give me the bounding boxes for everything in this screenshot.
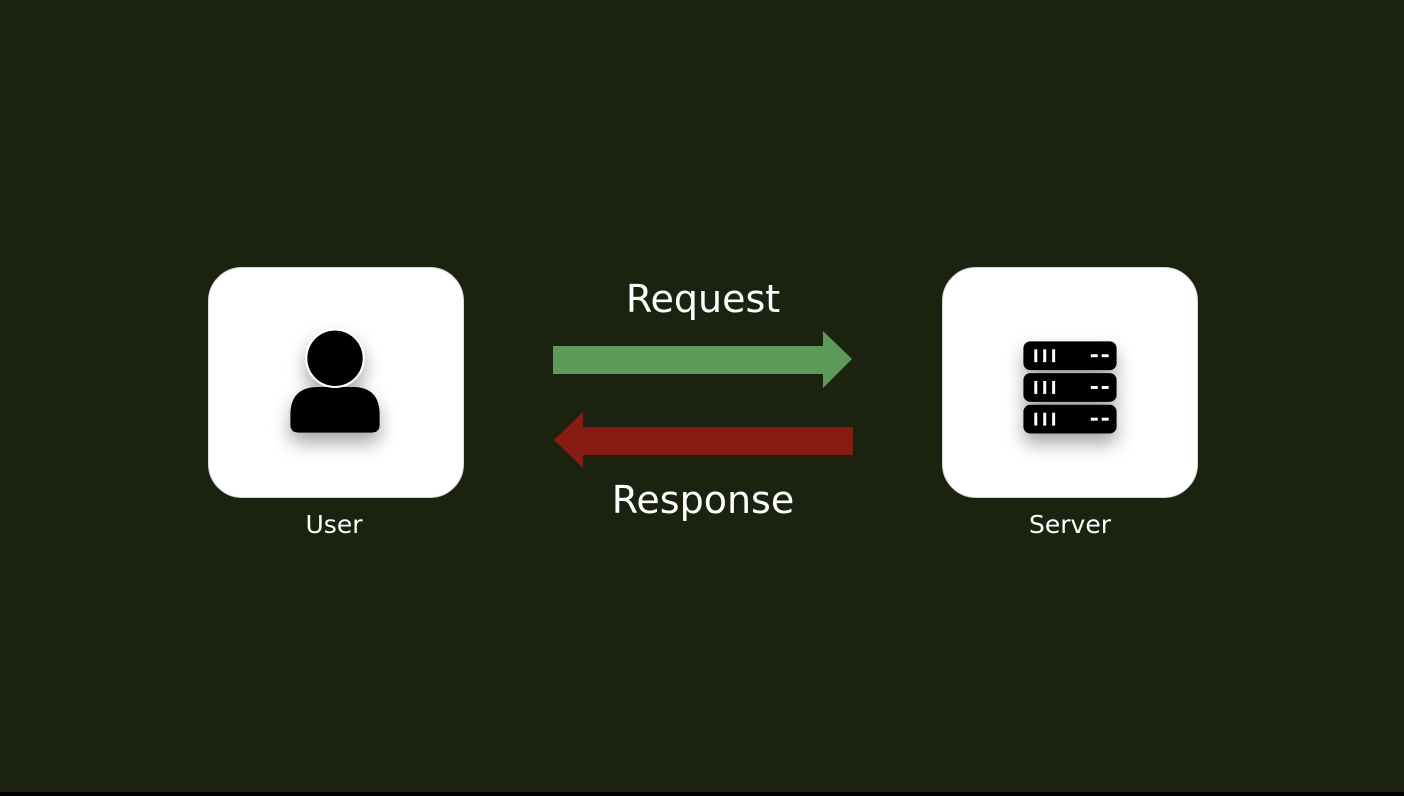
user-icon [290,328,380,433]
response-label: Response [611,478,795,522]
response-arrow [554,412,853,468]
user-node-card [208,267,464,498]
user-label: User [305,510,363,539]
request-label: Request [625,277,781,321]
bottom-bar [0,792,1404,796]
server-label: Server [1029,510,1111,539]
server-node-card [942,267,1198,498]
request-arrow [553,331,852,388]
server-icon [1023,341,1117,434]
